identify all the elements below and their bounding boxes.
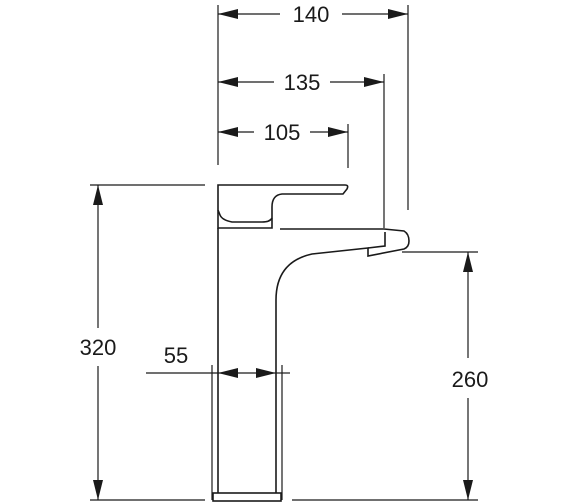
dimension-320: 320	[80, 184, 205, 501]
arrow-320-bottom	[93, 480, 103, 500]
arrow-55-right	[256, 368, 276, 378]
dimension-55: 55	[146, 343, 290, 500]
tap-outline	[212, 184, 410, 502]
dimension-label-320: 320	[80, 335, 117, 360]
arrow-135-right	[364, 77, 384, 87]
dimension-label-135: 135	[284, 70, 321, 95]
arrow-140-right	[388, 9, 408, 19]
arrow-320-top	[93, 185, 103, 205]
base-plate	[212, 492, 282, 502]
body-spout-outline	[275, 228, 410, 493]
aerator	[367, 232, 386, 249]
arrow-260-bottom	[463, 480, 473, 500]
dimension-260: 260	[292, 251, 489, 501]
dimension-label-140: 140	[293, 2, 330, 27]
dimension-135: 135	[218, 70, 385, 228]
arrow-55-left	[218, 368, 238, 378]
arrow-105-left	[218, 127, 238, 137]
handle-base	[217, 210, 273, 229]
dimension-label-105: 105	[264, 120, 301, 145]
dimension-label-55: 55	[164, 343, 188, 368]
dimension-label-260: 260	[452, 367, 489, 392]
arrow-135-left	[218, 77, 238, 87]
arrow-105-right	[328, 127, 348, 137]
dimension-140: 140	[217, 2, 409, 210]
arrow-140-left	[218, 9, 238, 19]
lever-handle	[217, 184, 349, 223]
arrow-260-top	[463, 252, 473, 272]
dimension-105: 105	[218, 120, 349, 168]
